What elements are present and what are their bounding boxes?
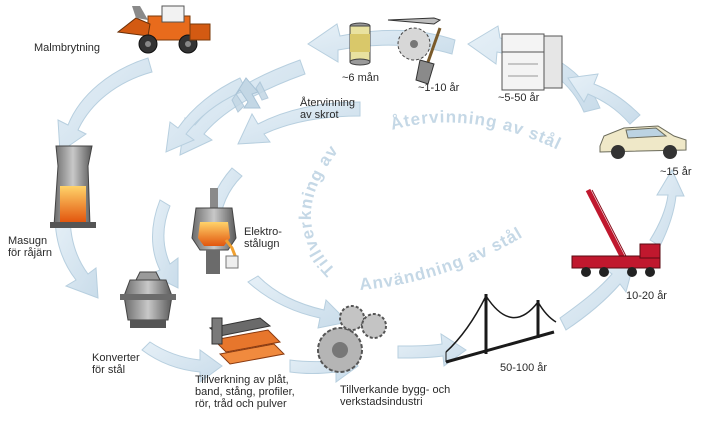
lifetime-car: ~15 år (660, 166, 692, 178)
arrow-left-top (57, 57, 153, 153)
outer-cycle-arrows (54, 23, 685, 383)
inner-arrow-top (237, 101, 361, 145)
wheel-loader-icon (116, 5, 211, 54)
lifetime-tools: ~1-10 år (418, 82, 460, 94)
steel-products-icon (208, 317, 286, 365)
arrow-right-lower (649, 168, 685, 247)
label-elektrostalugn: Elektro- stålugn (244, 226, 282, 250)
label-tillverkande-industri: Tillverkande bygg- och verkstadsindustri (340, 384, 451, 408)
arrow-left-mid (54, 214, 99, 299)
arrow-left-bottom (141, 341, 223, 383)
blast-furnace-icon (50, 145, 96, 228)
recycle-icon (231, 77, 269, 113)
label-malmbrytning: Malmbrytning (34, 42, 101, 54)
electric-arc-furnace-icon (191, 188, 239, 274)
arrow-top-middle (307, 23, 456, 63)
gears-icon (317, 305, 387, 373)
bridge-icon (445, 294, 557, 364)
lifetime-fridge: ~5-50 år (498, 92, 540, 104)
fridge-icon (501, 33, 563, 91)
arrow-bottom-right (559, 261, 635, 331)
label-masugn: Masugn för råjärn (8, 235, 53, 259)
ring-text-recycling: Återvinning av stål (388, 107, 564, 153)
arrow-bottom-2 (397, 333, 467, 367)
label-atervinning-skrot: Återvinning av skrot (300, 97, 356, 121)
ring-text-usage: Användning av stål (359, 223, 526, 294)
arrow-right-upper (567, 73, 641, 125)
crane-truck-icon (571, 188, 661, 277)
inner-arrow-center-left (148, 199, 179, 289)
label-tillverkning-plat: Tillverkning av plåt, band, stång, profi… (195, 374, 295, 410)
label-konverter: Konverter för stål (92, 352, 140, 376)
arrow-top-right (467, 25, 601, 113)
can-icon (349, 22, 371, 66)
lifetime-bridge: 50-100 år (500, 362, 548, 374)
car-icon (599, 125, 687, 159)
lifetime-crane: 10-20 år (626, 290, 667, 302)
lifetime-can: ~6 mån (342, 72, 379, 84)
inner-arrow-upper-left (165, 77, 247, 153)
tools-icon (387, 17, 442, 85)
converter-icon (120, 271, 176, 328)
